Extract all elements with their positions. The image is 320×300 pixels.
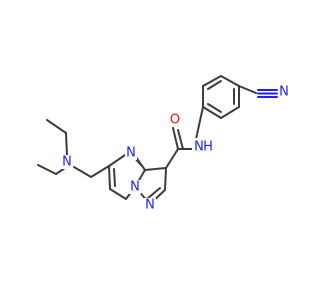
- bridgehead-nitrogen-label: N: [130, 180, 140, 195]
- carbonyl-oxygen-label: O: [170, 113, 180, 128]
- atom-labels: N N H O N N N N: [61, 85, 290, 213]
- pyrazole-nitrogen-label: N: [145, 198, 155, 213]
- bond: [109, 188, 127, 200]
- amine-nitrogen-label: N: [62, 155, 72, 170]
- atom-label-bg: [278, 85, 290, 99]
- bond: [220, 106, 240, 119]
- bond: [73, 166, 92, 178]
- bond: [207, 80, 222, 90]
- atom-label-bg: [144, 198, 156, 212]
- bond: [108, 152, 129, 167]
- molecule-structure: N N H O N N N N: [37, 75, 290, 213]
- amide-hydrogen-label: H: [203, 140, 213, 155]
- pyrimidine-nitrogen-label: N: [126, 146, 136, 161]
- bond: [90, 165, 110, 178]
- atom-label-bg: [61, 155, 73, 169]
- bond: [65, 132, 68, 156]
- bond: [165, 148, 179, 169]
- bond: [144, 167, 167, 171]
- bond: [108, 165, 111, 190]
- nitrile-nitrogen-label: N: [279, 85, 289, 100]
- bond: [46, 119, 67, 134]
- bond: [113, 168, 116, 187]
- bonds: [37, 75, 278, 205]
- atom-label-bg: [192, 138, 206, 154]
- atom-label-bg: [129, 180, 141, 194]
- amide-nitrogen-label: N: [194, 140, 204, 155]
- bond: [202, 75, 222, 87]
- bond: [220, 75, 240, 87]
- bond: [164, 167, 167, 191]
- bond: [146, 187, 161, 200]
- bond: [172, 127, 179, 150]
- bond: [238, 85, 257, 94]
- atom-label-bg: [125, 146, 137, 160]
- bond: [177, 129, 184, 150]
- atom-label-bg: [169, 113, 181, 127]
- bond: [207, 103, 222, 113]
- bond: [37, 164, 57, 175]
- bond: [195, 106, 204, 140]
- bond: [202, 106, 222, 119]
